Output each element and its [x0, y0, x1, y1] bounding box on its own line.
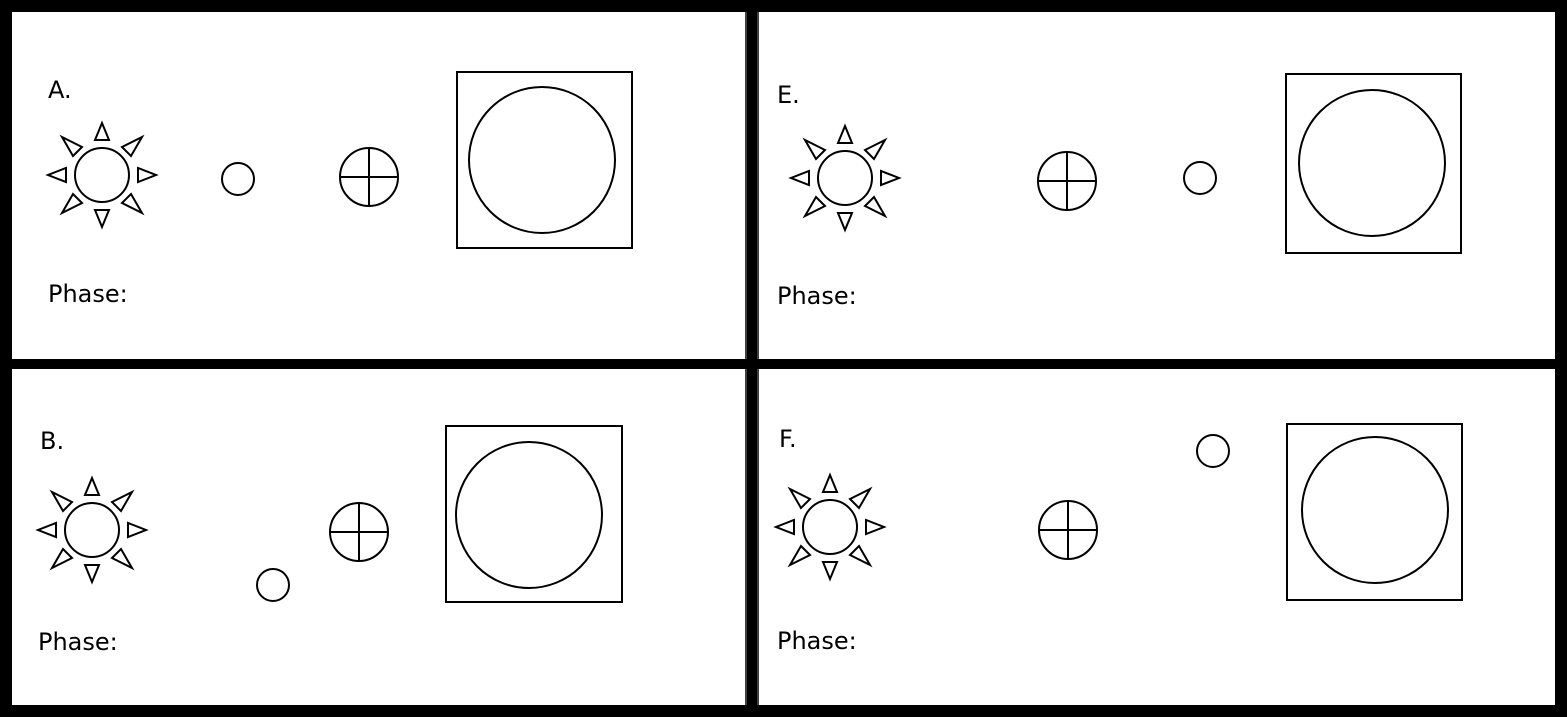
moon-phase-window — [457, 72, 632, 248]
panel-a-phase-label: Phase: — [48, 282, 128, 306]
panel-b-phase-label: Phase: — [38, 630, 118, 654]
earth-icon — [330, 503, 388, 561]
earth-icon — [1039, 501, 1097, 559]
panel-e-phase-label: Phase: — [777, 284, 857, 308]
sun-icon — [48, 123, 156, 227]
moon-phase-window — [446, 426, 622, 602]
moon-icon — [257, 569, 289, 601]
panel-a-letter: A. — [48, 78, 72, 102]
panel-b-letter: B. — [40, 429, 64, 453]
panel-e — [791, 74, 1461, 253]
earth-icon — [1038, 152, 1096, 210]
sun-icon — [776, 475, 884, 579]
moon-icon — [1197, 435, 1229, 467]
panel-a — [48, 72, 632, 248]
moon-phase-window — [1287, 424, 1462, 600]
earth-icon — [340, 148, 398, 206]
panel-f — [776, 424, 1462, 600]
sun-icon — [38, 478, 146, 582]
moon-icon — [222, 163, 254, 195]
sun-icon — [791, 126, 899, 230]
outer-border — [6, 6, 1561, 711]
panel-e-letter: E. — [777, 83, 800, 107]
panel-f-letter: F. — [779, 427, 797, 451]
panel-f-phase-label: Phase: — [777, 629, 857, 653]
panel-b — [38, 426, 622, 602]
moon-phase-window — [1286, 74, 1461, 253]
moon-icon — [1184, 162, 1216, 194]
